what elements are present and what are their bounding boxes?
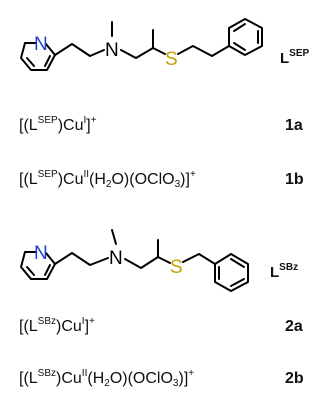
amine-nitrogen: N bbox=[109, 248, 123, 269]
phenyl-double-bond bbox=[230, 258, 245, 268]
propyl-chain bbox=[120, 47, 154, 59]
formula-1b: [(LSEP)CuII(H2O)(OClO3)]+ bbox=[19, 169, 196, 190]
n-methyl-bond bbox=[111, 229, 117, 245]
ethyl-chain bbox=[54, 252, 109, 266]
phenyl-double-bond bbox=[233, 42, 246, 51]
ethyl-chain bbox=[54, 43, 105, 57]
compound-id-1a: 1a bbox=[285, 117, 303, 134]
pyridine-double-bond bbox=[44, 55, 51, 67]
thioether-sulfur: S bbox=[170, 257, 183, 278]
compound-id-1b: 1b bbox=[285, 171, 304, 188]
propyl-chain bbox=[124, 256, 159, 269]
pyridine-double-bond bbox=[44, 264, 51, 276]
pyridine-bond-c-n bbox=[45, 252, 56, 265]
pyridine-ring-bonds bbox=[20, 251, 56, 280]
pyridine-nitrogen: N bbox=[34, 34, 48, 55]
compound-id-2a: 2a bbox=[285, 318, 303, 335]
phenyl-ring bbox=[228, 18, 263, 56]
lsep-skeletal-formula: N N S bbox=[20, 18, 263, 71]
pyridine-double-bond bbox=[26, 57, 35, 67]
pyridine-nitrogen: N bbox=[34, 243, 48, 264]
benzyl-chain bbox=[182, 253, 216, 265]
amine-nitrogen: N bbox=[105, 40, 119, 61]
ligand-label-lsep: LSEP bbox=[280, 48, 310, 67]
thioether-sulfur: S bbox=[165, 49, 178, 70]
phenyl-double-bond bbox=[233, 23, 246, 32]
c-s-bond bbox=[157, 256, 171, 264]
formula-2a: [(LSBz)CuI]+ bbox=[19, 316, 95, 336]
formula-2b: [(LSBz)CuII(H2O)(OClO3)]+ bbox=[19, 368, 195, 389]
pyridine-double-bond bbox=[26, 266, 35, 276]
phenethyl-chain bbox=[177, 45, 230, 57]
c-s-bond bbox=[152, 47, 166, 55]
pyridine-ring-bonds bbox=[20, 42, 56, 71]
lsbz-skeletal-formula: N N S bbox=[20, 229, 249, 292]
phenyl-ring bbox=[214, 253, 249, 292]
phenyl-double-bond bbox=[230, 278, 245, 287]
formula-1a: [(LSEP)CuI]+ bbox=[19, 115, 97, 135]
structure-lsep: N N S bbox=[0, 0, 325, 90]
structure-lsbz: N N S bbox=[0, 222, 325, 302]
pyridine-bond-c-n bbox=[45, 43, 56, 56]
compound-id-2b: 2b bbox=[285, 370, 304, 387]
ligand-label-lsbz: LSBz bbox=[270, 262, 299, 281]
